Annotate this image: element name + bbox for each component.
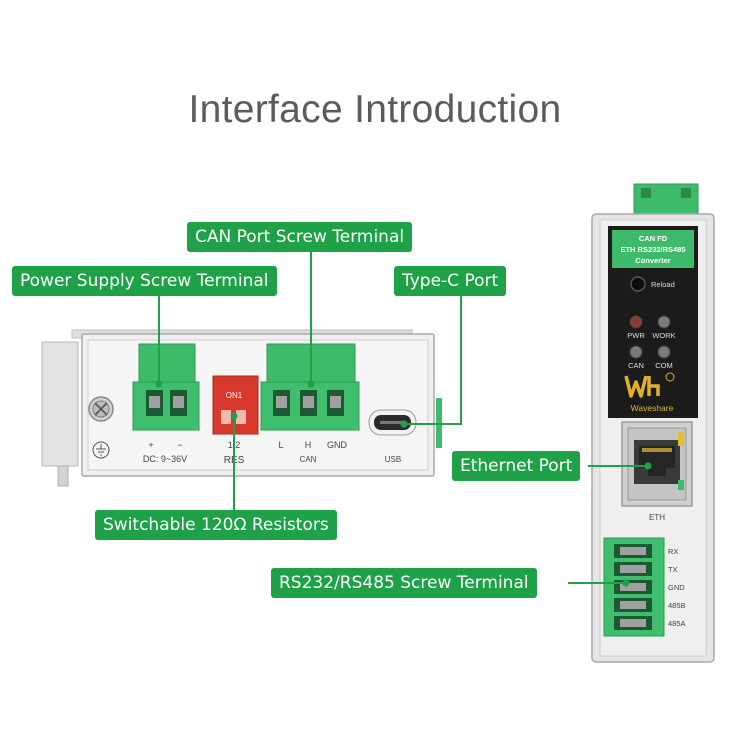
waveshare-logo [624, 372, 675, 398]
usb-connector-line [404, 296, 462, 425]
dip-switch [212, 375, 259, 435]
reload-label: Reload [651, 280, 675, 289]
model-line2: ETH RS232/RS485 [620, 245, 685, 254]
power-plus-label: + [148, 440, 153, 450]
power-supply-callout: Power Supply Screw Terminal [12, 266, 277, 296]
type-c-callout: Type-C Port [394, 266, 507, 296]
front-view-device: CAN FD ETH RS232/RS485 Converter Reload … [591, 183, 715, 663]
can-label: CAN [300, 455, 317, 464]
ground-symbol-icon [92, 441, 110, 459]
brand-label: Waveshare [631, 403, 674, 413]
side-view-device: + − DC: 9~36V 1 2 RES L H GND CAN USB ON… [41, 329, 442, 487]
model-label-box [612, 230, 694, 268]
power-minus-label: − [177, 440, 182, 450]
pin-label: TX [668, 565, 678, 574]
com-led-icon [657, 345, 671, 359]
pwr-led-label: PWR [627, 331, 645, 340]
power-terminal-block [132, 343, 200, 431]
can-l-label: L [278, 440, 283, 450]
ethernet-jack [621, 421, 693, 507]
dip-on-label: ON1 [226, 391, 243, 400]
ground-screw-icon [88, 396, 114, 422]
rs485-terminal-block [603, 537, 665, 637]
work-led-label: WORK [652, 331, 675, 340]
can-led-label: CAN [628, 361, 644, 370]
model-line3: Converter [635, 256, 671, 265]
pin-label: 485A [668, 619, 686, 628]
ethernet-callout: Ethernet Port [452, 451, 581, 481]
pin-label: 485B [668, 601, 686, 610]
resistors-callout: Switchable 120Ω Resistors [95, 510, 337, 540]
usb-c-port [368, 409, 417, 436]
can-port-callout: CAN Port Screw Terminal [187, 222, 413, 252]
din-bracket [41, 341, 79, 467]
pin-label: GND [668, 583, 685, 592]
rs232-rs485-callout: RS232/RS485 Screw Terminal [271, 568, 537, 598]
eth-label: ETH [649, 513, 665, 522]
pwr-led-icon [629, 315, 643, 329]
com-led-label: COM [655, 361, 673, 370]
power-range-label: DC: 9~36V [143, 454, 187, 464]
can-h-label: H [305, 440, 312, 450]
can-gnd-label: GND [327, 440, 348, 450]
connector-lines [155, 251, 652, 587]
usb-label: USB [385, 455, 401, 464]
model-line1: CAN FD [639, 234, 668, 243]
pin-label: RX [668, 547, 678, 556]
page-title: Interface Introduction [188, 88, 562, 131]
work-led-icon [657, 315, 671, 329]
reload-button-icon [630, 276, 646, 292]
can-led-icon [629, 345, 643, 359]
